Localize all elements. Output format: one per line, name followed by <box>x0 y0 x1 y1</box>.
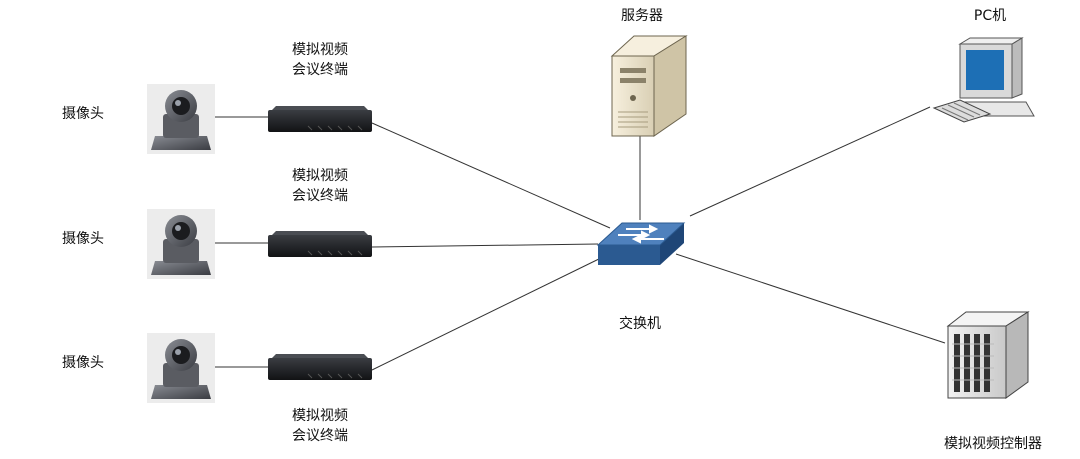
terminal-label-1-line2: 会议终端 <box>292 62 348 78</box>
terminal-label-2: 模拟视频 会议终端 <box>282 166 358 206</box>
terminal-label-3-line2: 会议终端 <box>292 428 348 444</box>
video-controller <box>946 311 1030 399</box>
switch-label: 交换机 <box>619 316 661 332</box>
link-terminal1-switch <box>371 122 611 229</box>
link-terminal3-switch <box>371 255 606 371</box>
link-pc-switch <box>689 106 931 217</box>
pc <box>932 37 1035 123</box>
terminal-label-3-line1: 模拟视频 <box>292 408 348 424</box>
terminal-label-2-line2: 会议终端 <box>292 188 348 204</box>
pc-label: PC机 <box>973 8 1007 24</box>
terminal-label-1: 模拟视频 会议终端 <box>282 40 358 80</box>
camera-1 <box>147 84 215 154</box>
server-label: 服务器 <box>621 8 663 24</box>
link-terminal2-switch <box>371 243 599 248</box>
camera-label-1: 摄像头 <box>62 106 104 122</box>
server <box>610 35 688 137</box>
switch <box>596 222 686 265</box>
terminal-2 <box>268 231 372 257</box>
terminal-3 <box>268 354 372 380</box>
camera-3 <box>147 333 215 403</box>
camera-2 <box>147 209 215 279</box>
terminal-label-2-line1: 模拟视频 <box>292 168 348 184</box>
terminal-label-1-line1: 模拟视频 <box>292 42 348 58</box>
camera-label-3: 摄像头 <box>62 355 104 371</box>
camera-label-2: 摄像头 <box>62 231 104 247</box>
terminal-1 <box>268 106 372 132</box>
link-controller-switch <box>675 253 946 344</box>
controller-label: 模拟视频控制器 <box>944 436 1042 452</box>
terminal-label-3: 模拟视频 会议终端 <box>282 406 358 446</box>
